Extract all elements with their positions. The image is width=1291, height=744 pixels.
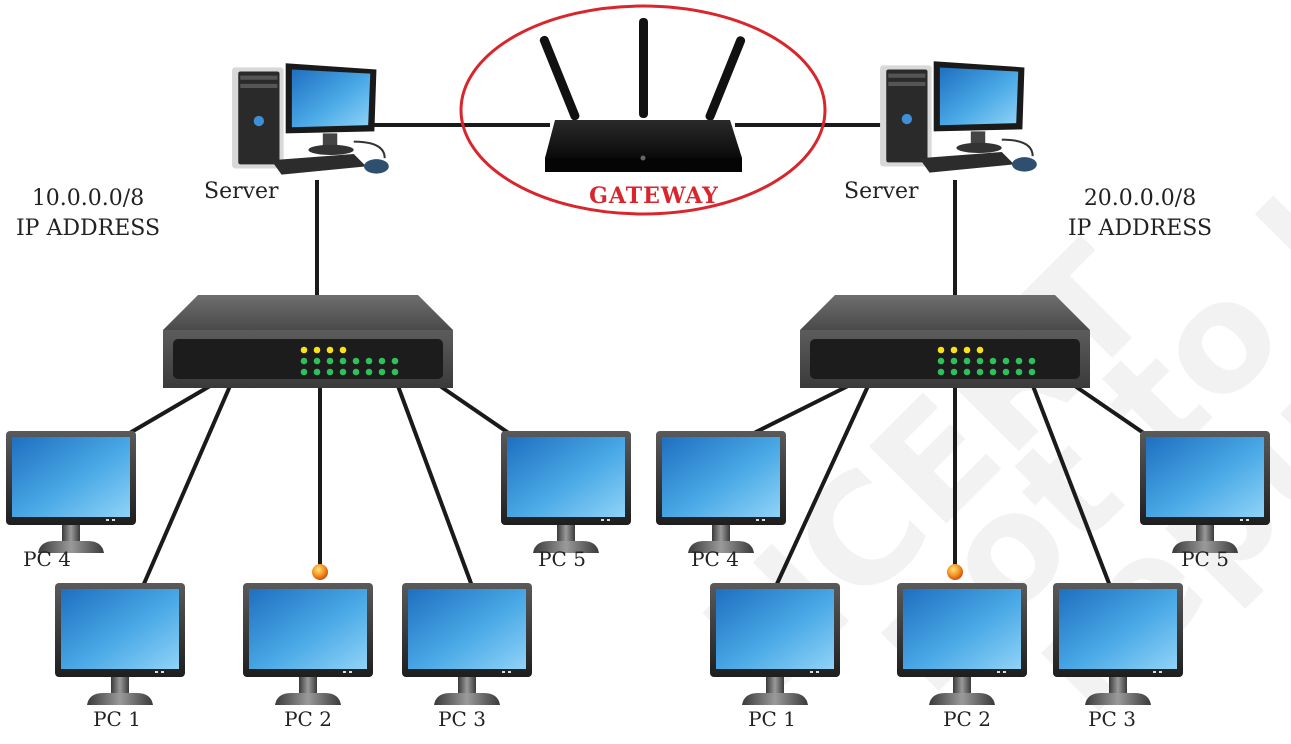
pc-label: PC 1 xyxy=(93,707,141,731)
pc-label: PC 4 xyxy=(23,547,71,571)
server-icon xyxy=(879,60,1038,174)
network-address: 20.0.0.0/8 xyxy=(1084,186,1196,211)
pc-right-2: PC 2 xyxy=(897,564,1027,731)
router-icon xyxy=(539,18,746,172)
gateway-highlight-ring xyxy=(459,4,827,216)
pc-label: PC 1 xyxy=(748,707,796,731)
server-label: Server xyxy=(204,179,279,204)
switch-icon xyxy=(163,295,453,388)
server-label: Server xyxy=(844,179,919,204)
network-address-caption: IP ADDRESS xyxy=(1068,216,1212,241)
connection-node-dot xyxy=(947,564,963,580)
switch-leds xyxy=(300,346,399,376)
pc-left-4: PC 4 xyxy=(6,431,136,571)
pc-left-5: PC 5 xyxy=(501,431,631,571)
network-left: Server 10.0.0.0/8 IP ADDRESS PC 4 PC 1 P… xyxy=(6,62,631,731)
pc-label: PC 5 xyxy=(1181,547,1229,571)
network-address-caption: IP ADDRESS xyxy=(16,216,160,241)
switch-icon xyxy=(800,295,1090,388)
pc-left-1: PC 1 xyxy=(55,583,185,731)
gateway-label: GATEWAY xyxy=(589,183,719,209)
pc-right-3: PC 3 xyxy=(1053,583,1183,731)
pc-right-5: PC 5 xyxy=(1140,431,1270,571)
pc-label: PC 4 xyxy=(691,547,739,571)
switch-leds xyxy=(937,346,1036,376)
pc-left-2: PC 2 xyxy=(243,564,373,731)
backbone-links xyxy=(126,123,1147,587)
pc-label: PC 5 xyxy=(538,547,586,571)
pc-right-4: PC 4 xyxy=(656,431,786,571)
pc-label: PC 3 xyxy=(1088,707,1136,731)
connection-node-dot xyxy=(312,564,328,580)
pc-label: PC 3 xyxy=(438,707,486,731)
server-icon xyxy=(231,62,390,176)
pc-label: PC 2 xyxy=(943,707,991,731)
pc-left-3: PC 3 xyxy=(402,583,532,731)
network-right: Server 20.0.0.0/8 IP ADDRESS PC 4 PC 1 P… xyxy=(656,60,1270,731)
pc-right-1: PC 1 xyxy=(710,583,840,731)
network-address: 10.0.0.0/8 xyxy=(32,186,144,211)
pc-label: PC 2 xyxy=(284,707,332,731)
gateway: GATEWAY xyxy=(459,4,827,216)
